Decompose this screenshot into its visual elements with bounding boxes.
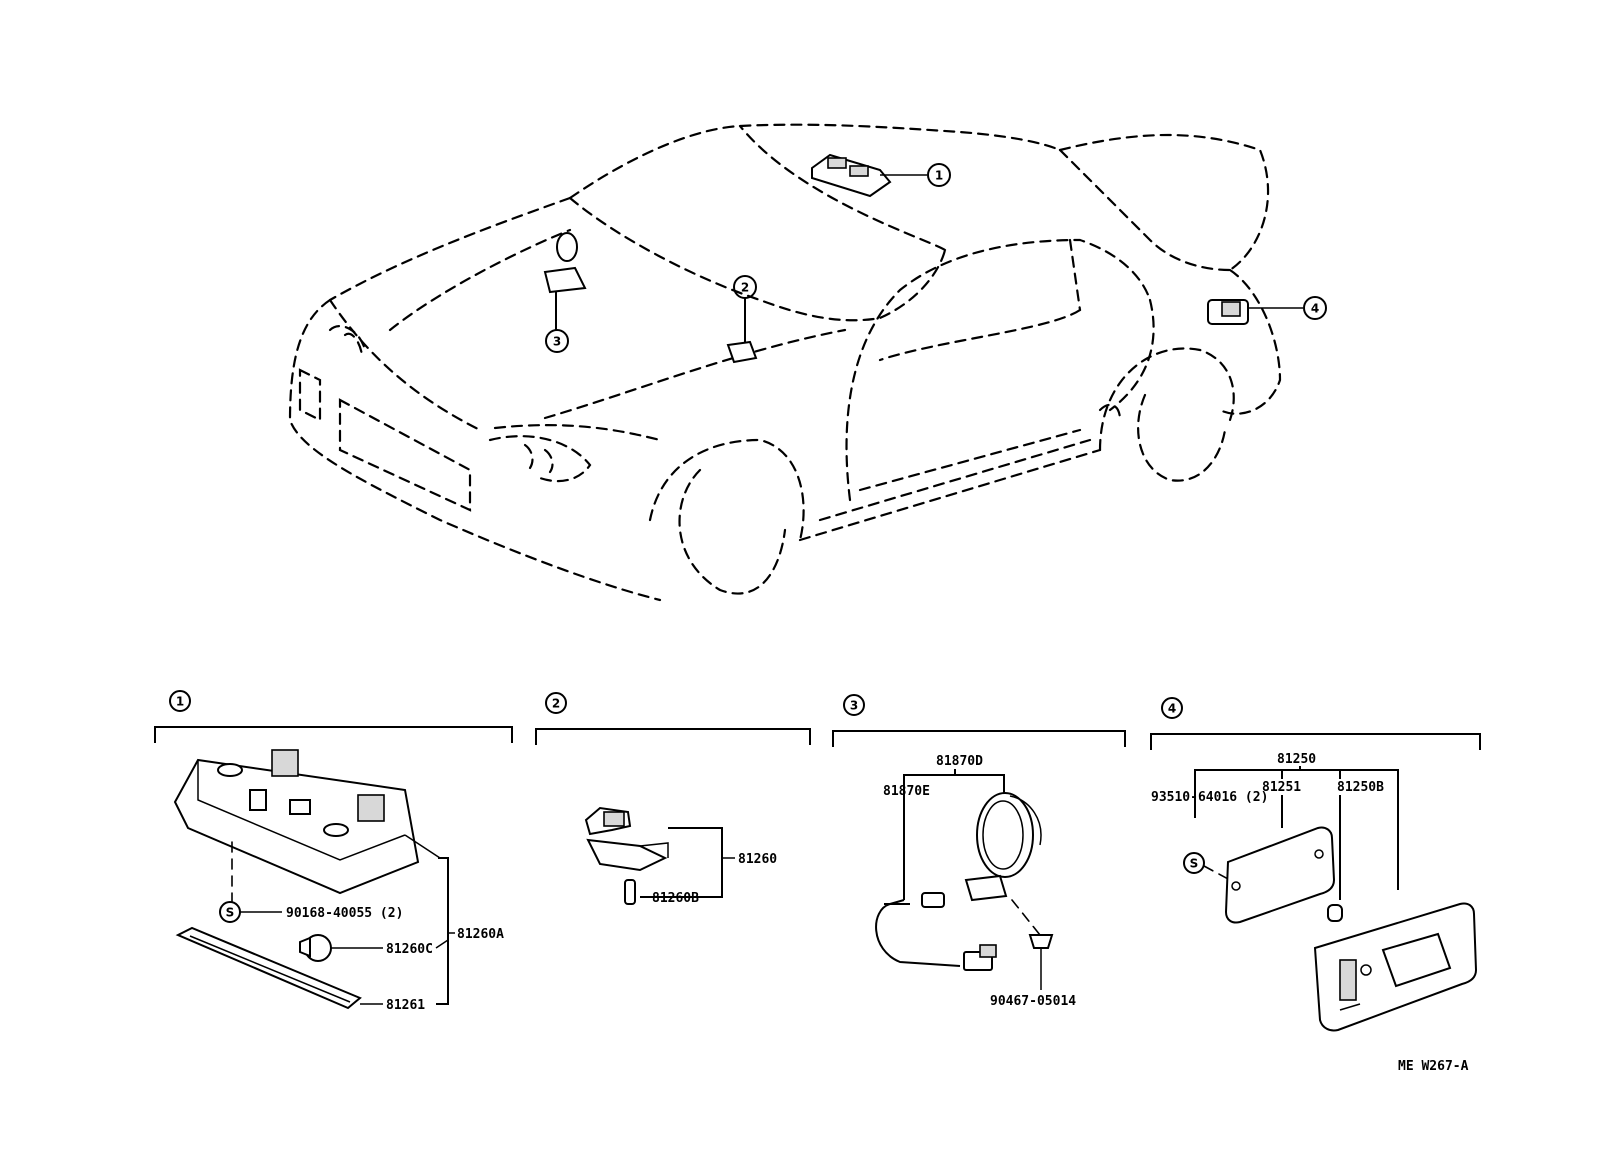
label-81260: 81260 [738, 852, 777, 867]
car-part-3-bracket [543, 232, 587, 330]
label-81260b: 81260B [652, 891, 699, 906]
group-1-map-lamp-assembly: 1 S 90168-40055 (2) 81260C 81261 81 [154, 690, 513, 1013]
label-81251: 81251 [1262, 780, 1301, 795]
car-part-1-map-lamp [811, 153, 927, 198]
callout-2: 2 [733, 275, 757, 299]
group-2-door-switch-assembly: 2 81260 81260B [535, 692, 811, 906]
callout-3-number: 3 [553, 335, 561, 349]
group-3-key-cylinder-light-assembly: 3 81870D 81870E 90467-05014 [832, 694, 1126, 1009]
label-81250: 81250 [1277, 752, 1316, 767]
bulb-81870e [921, 892, 945, 908]
bulb-81260b [624, 879, 636, 905]
screw-symbol-1: S [226, 906, 235, 920]
label-93510-64016: 93510-64016 (2) [1151, 790, 1268, 805]
callout-1: 1 [927, 163, 951, 187]
map-lamp-housing [173, 758, 420, 895]
callout-3: 3 [545, 329, 569, 353]
callout-4-number: 4 [1311, 302, 1319, 316]
callout-2-number: 2 [741, 281, 749, 295]
group-3-bracket [832, 730, 1126, 747]
bulb-81250b [1327, 904, 1343, 922]
group-4-bracket [1150, 733, 1481, 750]
callout-4: 4 [1303, 296, 1327, 320]
lens-81251 [1224, 826, 1336, 924]
group-2-number: 2 [552, 697, 560, 711]
car-outline [288, 123, 1282, 602]
group-2-bracket [535, 728, 811, 745]
group-1-number: 1 [176, 695, 184, 709]
screw-90467 [1028, 934, 1054, 949]
group-3-number: 3 [850, 699, 858, 713]
group-4-number: 4 [1168, 702, 1176, 716]
label-90467-05014: 90467-05014 [990, 994, 1076, 1009]
label-81870d: 81870D [936, 754, 983, 769]
group-4-luggage-lamp-assembly: 4 81250 81251 81250B 93510-64016 (2) S [1150, 697, 1481, 1032]
screw-symbol-4: S [1190, 857, 1199, 871]
light-ring-81870d [976, 792, 1034, 878]
group-1-bracket [154, 726, 513, 743]
label-90168-40055: 90168-40055 (2) [286, 906, 403, 921]
drawing-code: ME W267-A [1398, 1059, 1469, 1074]
car-part-4-luggage-lamp [1207, 299, 1303, 325]
label-81261: 81261 [386, 998, 425, 1013]
callout-1-number: 1 [935, 169, 943, 183]
car-part-2-switch [726, 298, 758, 364]
label-81260a: 81260A [457, 927, 504, 942]
label-81260c: 81260C [386, 942, 433, 957]
label-81870e: 81870E [883, 784, 930, 799]
label-81250b: 81250B [1337, 780, 1384, 795]
